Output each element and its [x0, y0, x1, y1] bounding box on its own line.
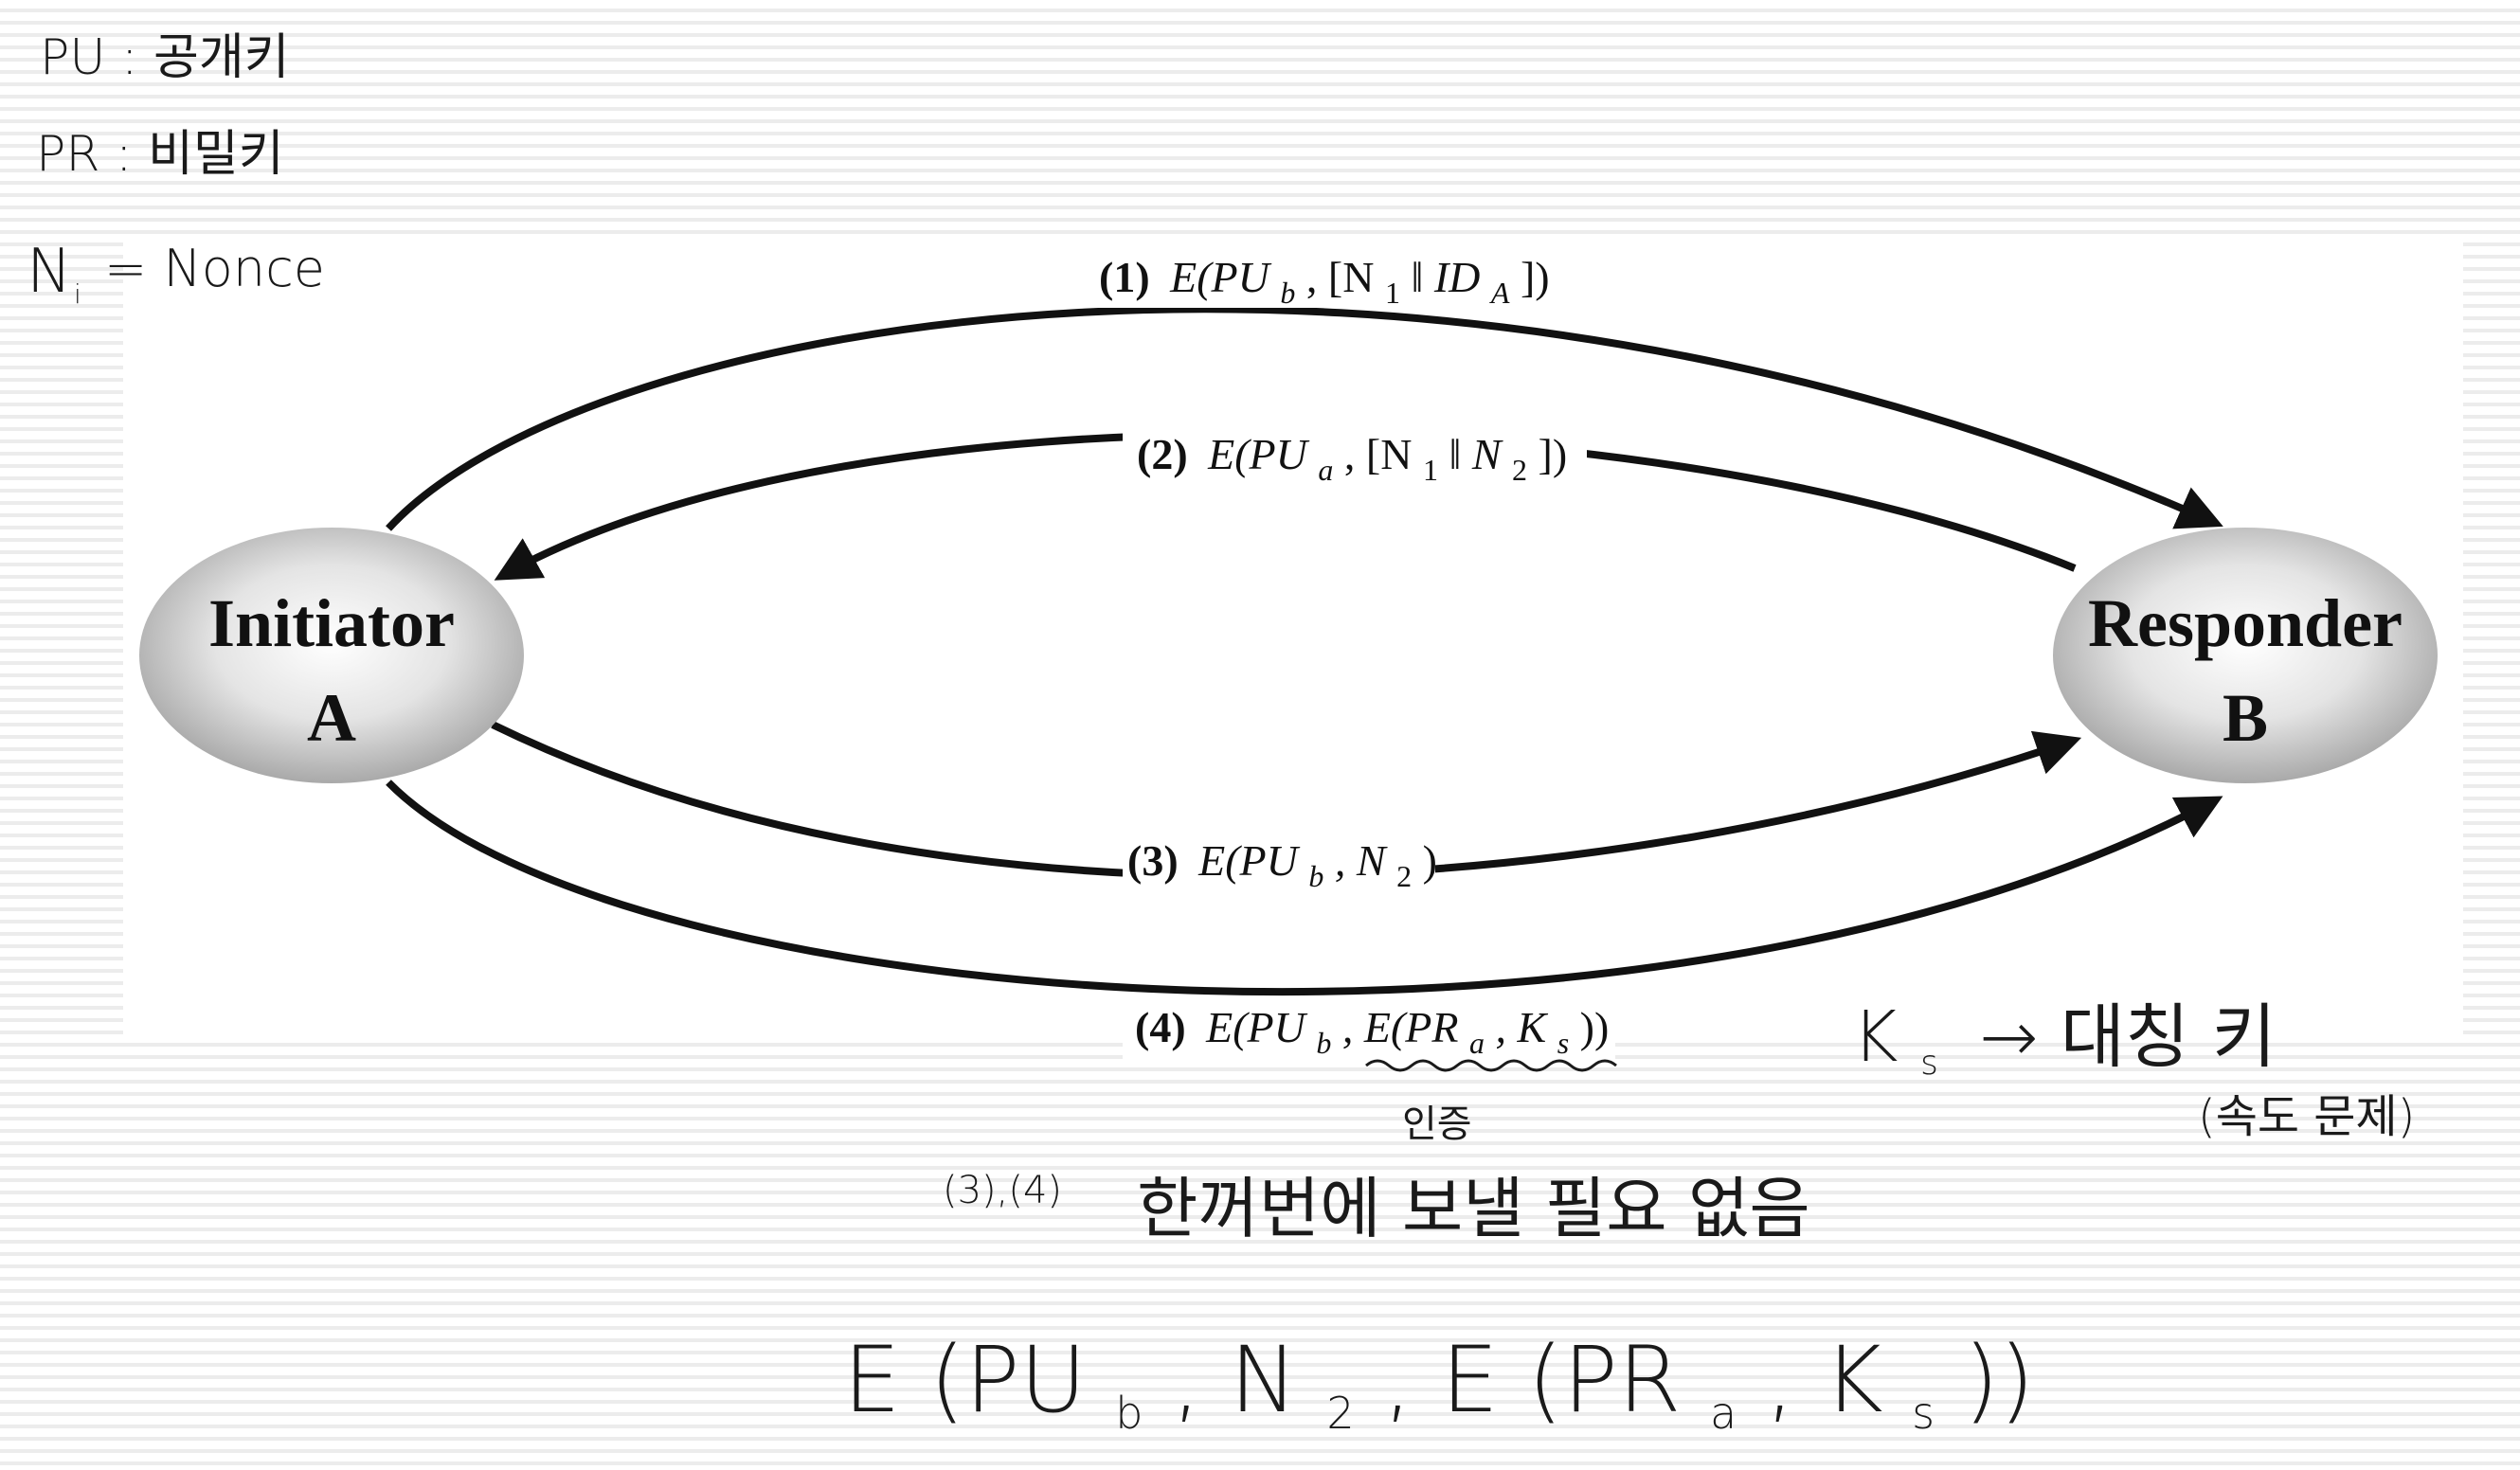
label-backgrounds: [1085, 242, 1615, 1066]
note-pu: PU : 공개키: [40, 29, 290, 86]
note-nonce: = Nonce: [104, 239, 325, 298]
initiator-title: Initiator: [208, 585, 455, 661]
legend-notes: PU : 공개키 PR : 비밀키 N i = Nonce: [27, 29, 325, 310]
speed-note: (속도 문제): [2198, 1090, 2415, 1143]
ks-note: K s → 대칭 키: [1852, 996, 2277, 1091]
message-labels: (1) E(PU b , [N 1 ‖ ID A ]) (2) E(PU a ,…: [1099, 253, 1609, 1063]
label-msg-3: (3) E(PU b , N 2 ): [1127, 836, 1437, 896]
arrow-4: [386, 780, 2223, 996]
label-msg-1: (1) E(PU b , [N 1 ‖ ID A ]): [1099, 253, 1550, 313]
auth-underline: [1365, 1059, 1617, 1072]
combine-ref: (3),(4): [943, 1169, 1062, 1212]
note-n-sub: i: [74, 278, 81, 310]
handwritten-annotations: 인증 K s → 대칭 키 (속도 문제) (3),(4) 한꺼번에 보낼 필요…: [843, 996, 2415, 1450]
label-msg-4: (4) E(PU b , E(PR a , K s )): [1135, 1003, 1609, 1063]
responder-title: Responder: [2088, 585, 2403, 661]
initiator-letter: A: [307, 680, 356, 756]
auth-note: 인증: [1402, 1102, 1472, 1146]
combine-note: 한꺼번에 보낼 필요 없음: [1137, 1170, 1810, 1247]
formula-note: E (PU b , N 2 , E (PR a , K s )): [843, 1327, 2035, 1450]
note-pr: PR : 비밀키: [36, 126, 284, 183]
label-msg-2: (2) E(PU a , [N 1 ‖ N 2 ]): [1137, 430, 1567, 490]
responder-letter: B: [2223, 680, 2268, 756]
node-responder: Responder B: [2053, 528, 2438, 783]
node-initiator: Initiator A: [139, 528, 524, 783]
note-n: N: [27, 237, 72, 307]
arrow-1: [386, 305, 2223, 531]
